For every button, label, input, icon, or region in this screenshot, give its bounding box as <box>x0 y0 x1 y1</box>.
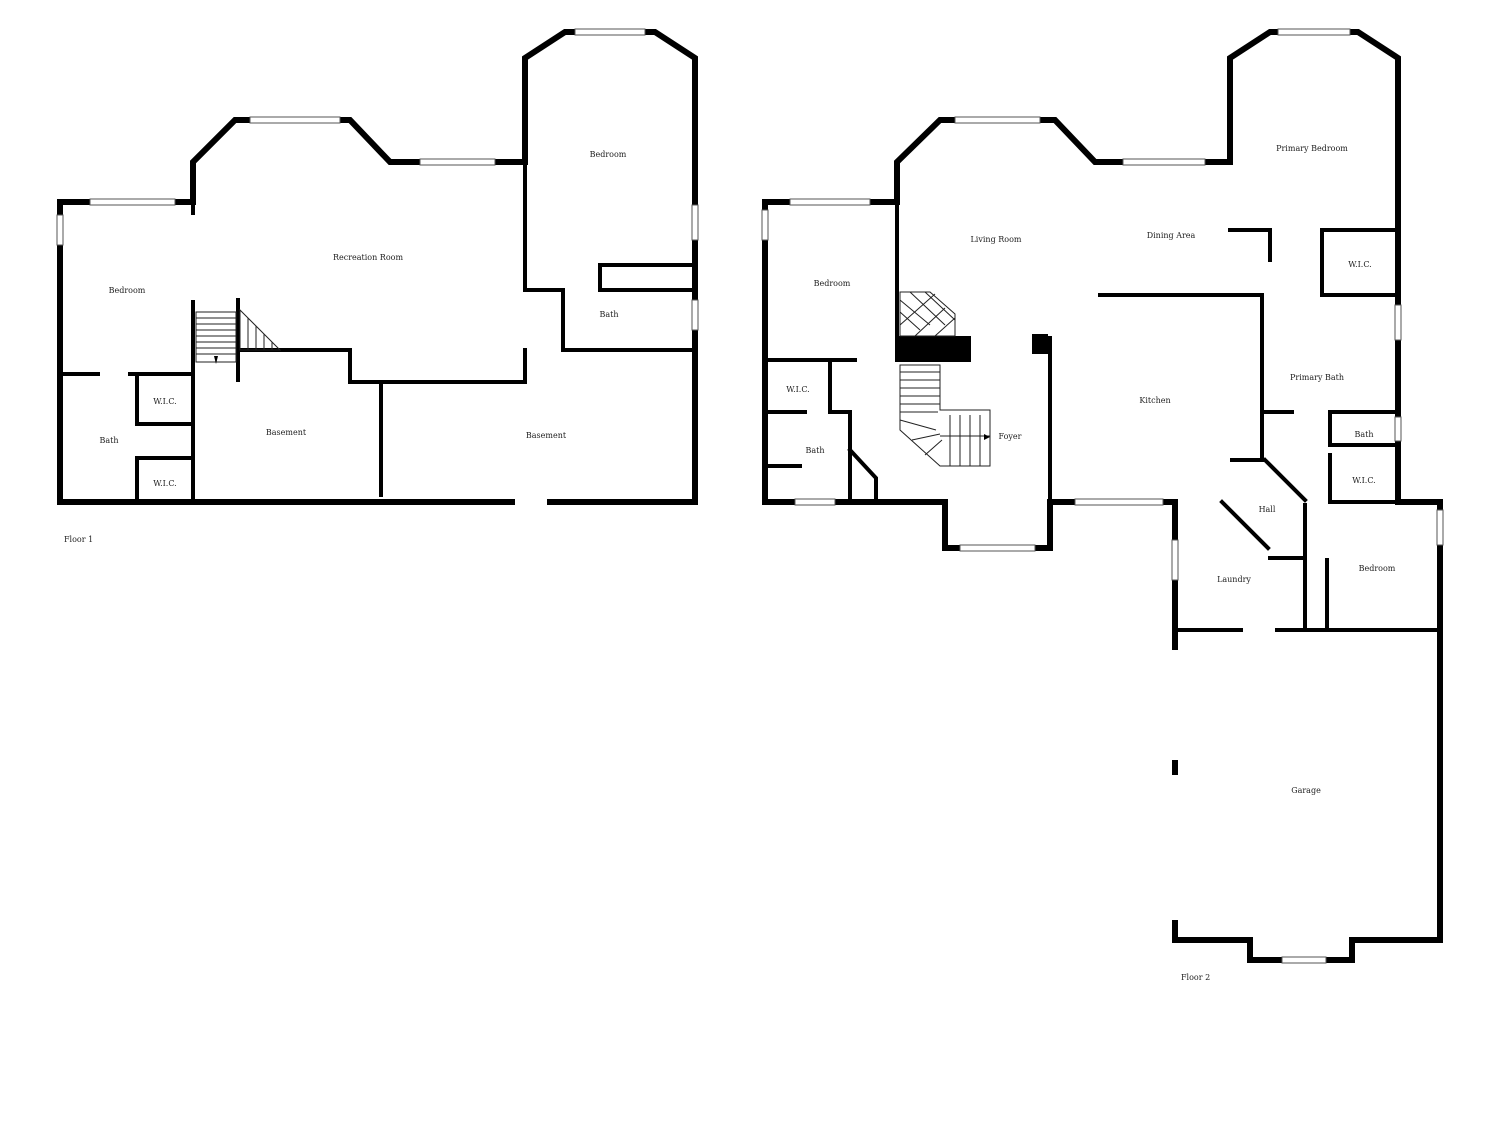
room-label-wic-upper: W.I.C. <box>153 397 176 406</box>
room-label-bath-east: Bath <box>1354 430 1373 439</box>
floor-2-label: Floor 2 <box>1181 973 1210 982</box>
fireplace <box>899 291 956 337</box>
room-label-kitchen: Kitchen <box>1139 396 1170 405</box>
room-label-living-room: Living Room <box>970 235 1021 244</box>
room-label-bedroom-east: Bedroom <box>1359 564 1396 573</box>
room-label-basement-left: Basement <box>266 428 307 437</box>
room-label-wic-primary: W.I.C. <box>1348 260 1371 269</box>
room-label-hall: Hall <box>1259 505 1276 514</box>
room-label-wic-west: W.I.C. <box>786 385 809 394</box>
room-label-bath-west: Bath <box>805 446 824 455</box>
room-label-recreation-room: Recreation Room <box>333 253 404 262</box>
room-label-bedroom-west: Bedroom <box>814 279 851 288</box>
room-label-foyer: Foyer <box>998 432 1021 441</box>
floor-1-label: Floor 1 <box>64 535 93 544</box>
room-label-wic-lower: W.I.C. <box>153 479 176 488</box>
room-label-wic-east: W.I.C. <box>1352 476 1375 485</box>
floor-2-plan: Living Room Dining Area Primary Bedroom … <box>761 28 1444 982</box>
room-label-dining-area: Dining Area <box>1147 231 1196 240</box>
room-label-bath-right: Bath <box>599 310 618 319</box>
room-label-garage: Garage <box>1291 786 1321 795</box>
room-label-bedroom-left: Bedroom <box>109 286 146 295</box>
room-label-basement-right: Basement <box>526 431 567 440</box>
room-label-primary-bedroom: Primary Bedroom <box>1276 144 1348 153</box>
stairs-floor-1 <box>195 308 282 364</box>
room-label-bedroom-upper: Bedroom <box>590 150 627 159</box>
room-label-primary-bath: Primary Bath <box>1290 373 1344 382</box>
floor-1-plan: Recreation Room Bedroom Bedroom Bath Bat… <box>56 28 699 544</box>
room-label-laundry: Laundry <box>1217 575 1251 584</box>
room-label-bath-left: Bath <box>99 436 118 445</box>
stairs-floor-2 <box>899 364 991 467</box>
